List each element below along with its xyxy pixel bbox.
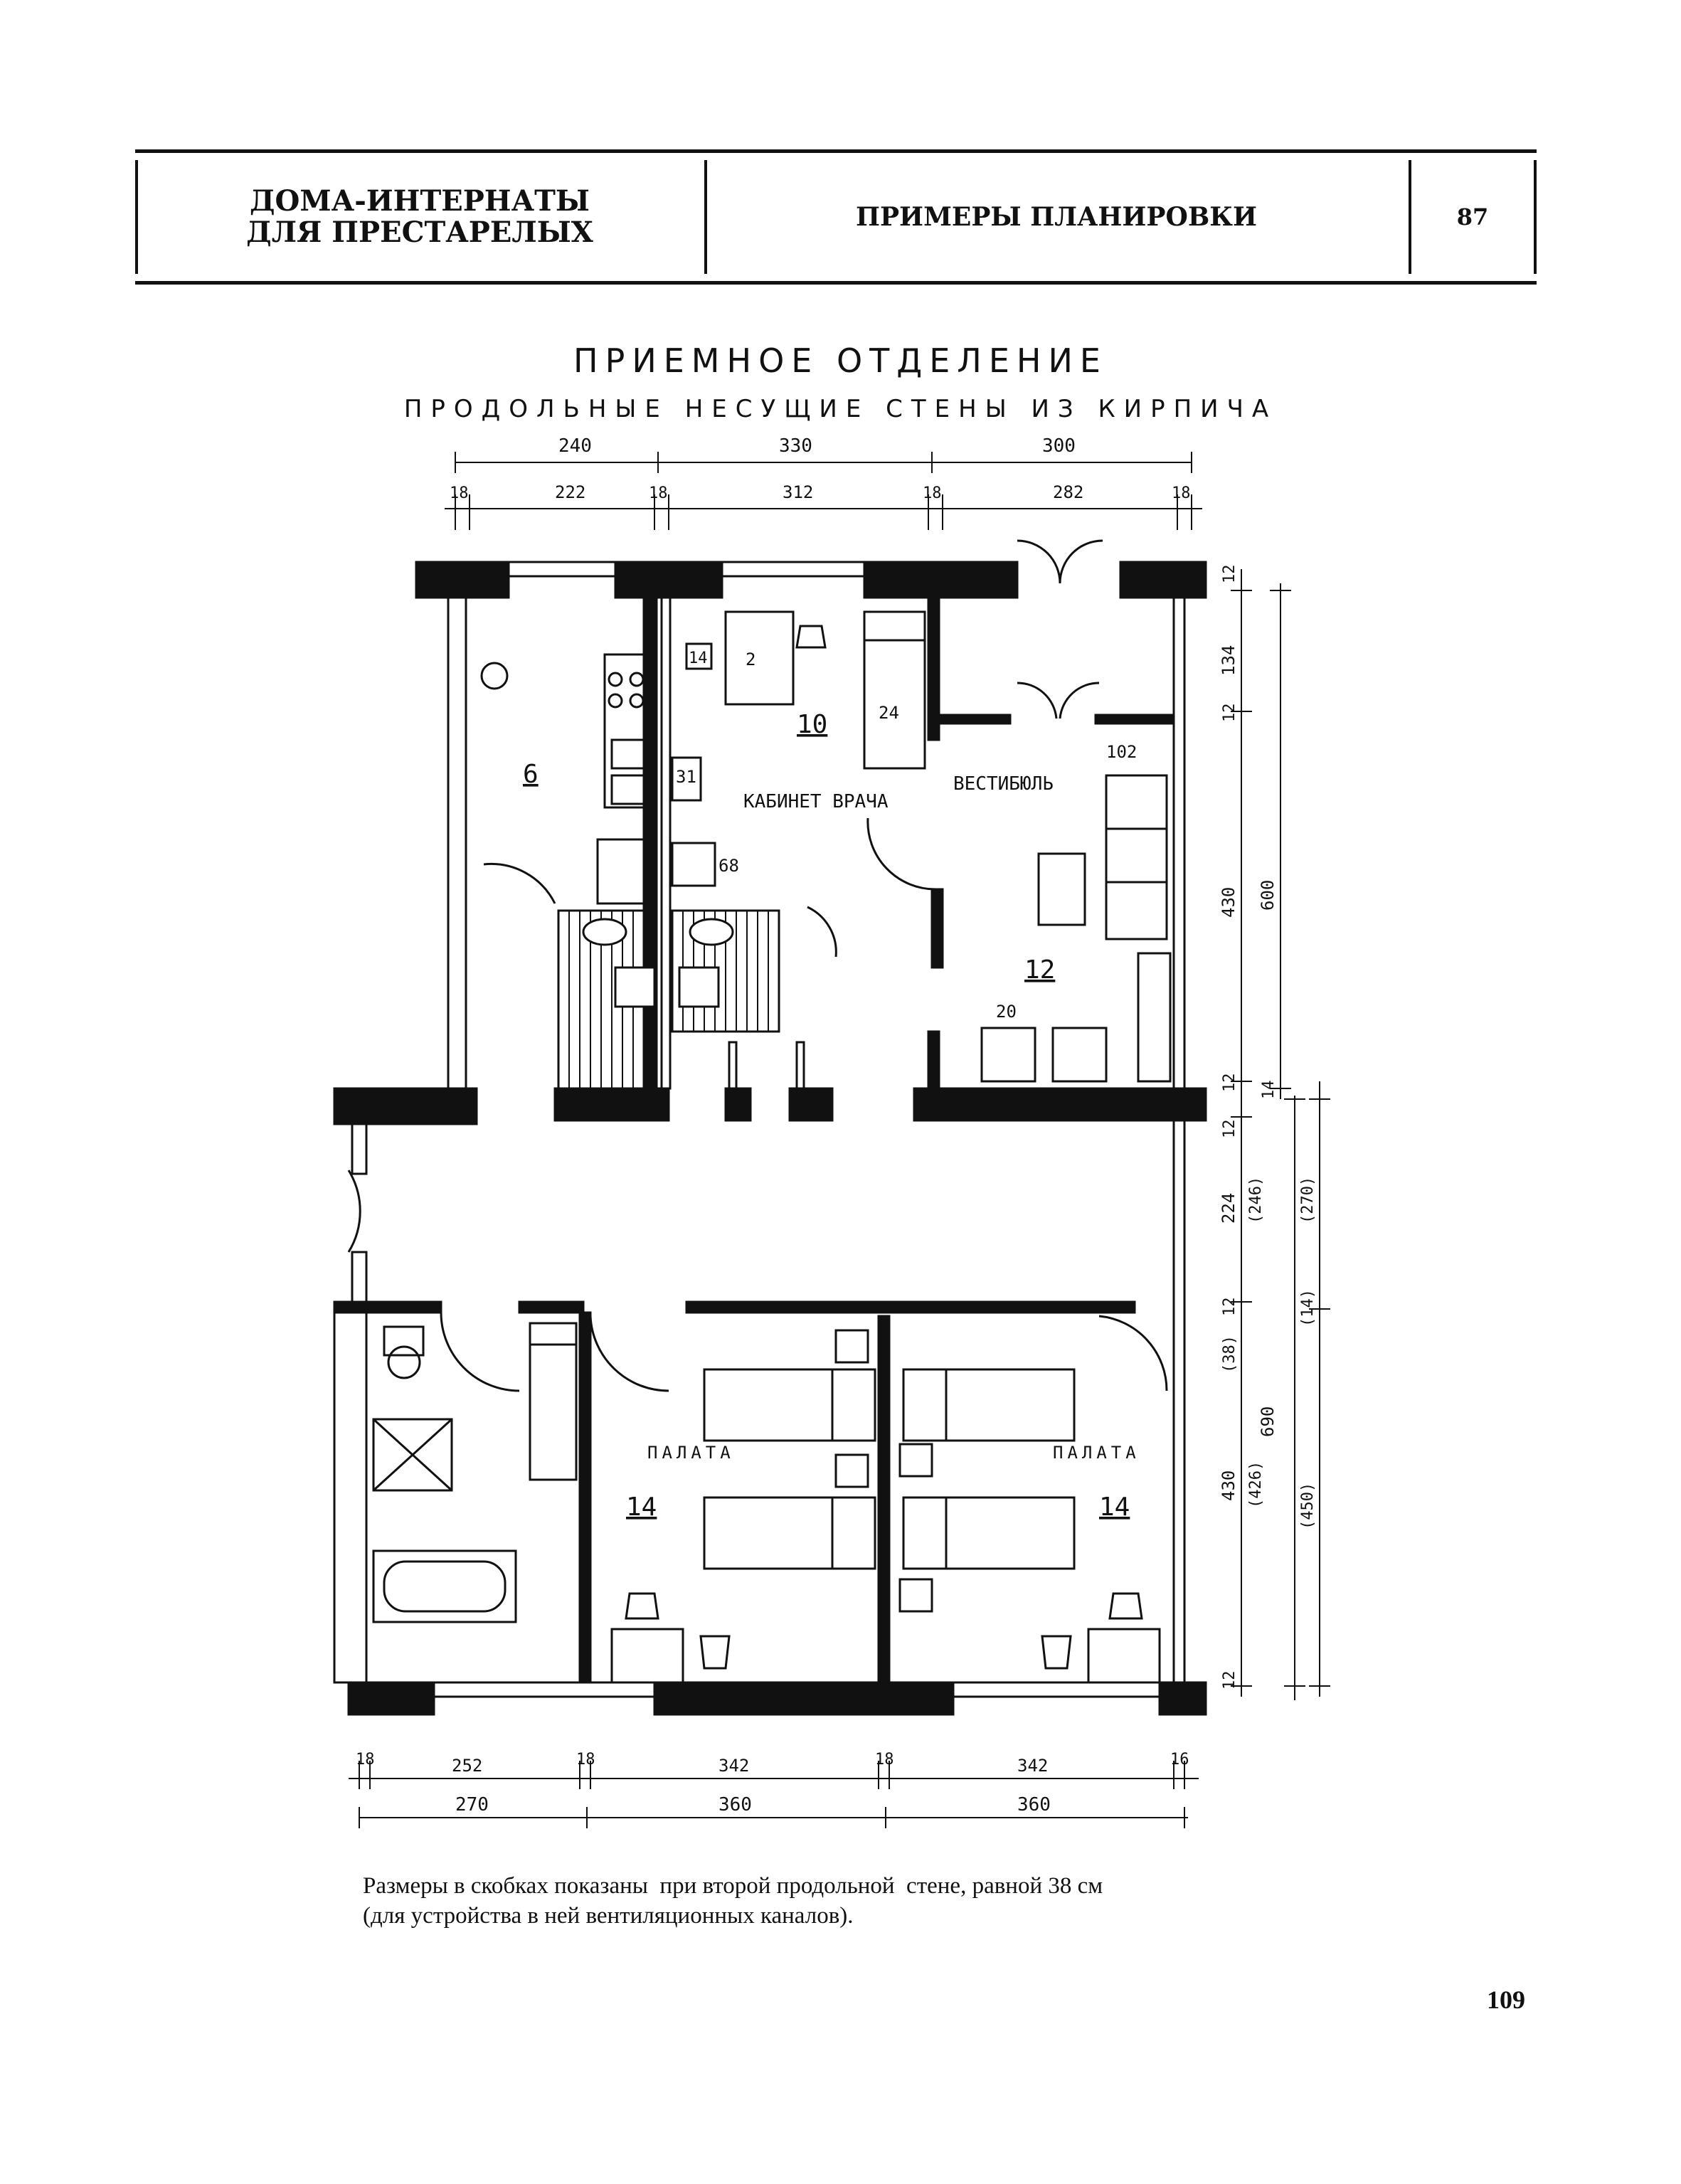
dimension-lines-bottom	[349, 1761, 1199, 1828]
dimension-label: 224	[1219, 1193, 1239, 1224]
dimension-label: 18	[356, 1751, 375, 1769]
dimension-label: 18	[1172, 484, 1191, 502]
equipment-label: 24	[879, 703, 899, 723]
dimension-label: 12	[1221, 1298, 1239, 1317]
ward-left-furniture	[610, 1329, 876, 1684]
room-name-lobby: ВЕСТИБЮЛЬ	[953, 773, 1054, 795]
dimension-label: (450)	[1299, 1483, 1317, 1530]
header-title-line1: ДОМА-ИНТЕРНАТЫ	[249, 184, 590, 218]
kitchen-equipment	[480, 653, 652, 905]
caption-line2: (для устройства в ней вентиляционных кан…	[363, 1903, 854, 1929]
dimension-label: 430	[1219, 887, 1239, 918]
dimension-label: 12	[1221, 565, 1239, 584]
header-divider	[1409, 160, 1411, 274]
plan-subtitle: ПРОДОЛЬНЫЕ НЕСУЩИЕ СТЕНЫ ИЗ КИРПИЧА	[403, 395, 1278, 423]
bathroom-fixtures	[372, 1322, 578, 1623]
interior-walls-lower	[333, 1170, 1168, 1684]
room-number-doctor: 10	[797, 710, 827, 739]
dimension-label: (246)	[1247, 1177, 1265, 1224]
dimension-label: 16	[1170, 1751, 1189, 1769]
room-name-ward-left: ПАЛАТА	[647, 1443, 735, 1463]
dimension-label: (14)	[1299, 1289, 1317, 1327]
plan-caption: Размеры в скобках показаны при второй пр…	[363, 1871, 1359, 1931]
header-bottom-rule	[135, 281, 1537, 285]
exterior-walls	[333, 561, 1207, 1716]
dimension-label: 18	[875, 1751, 894, 1769]
dimension-label: 12	[1221, 1671, 1239, 1690]
dimension-label: 18	[649, 484, 668, 502]
equipment-label: 20	[996, 1002, 1017, 1022]
dimension-label: 18	[576, 1751, 595, 1769]
dimension-label: 18	[450, 484, 469, 502]
page-header: ДОМА-ИНТЕРНАТЫ ДЛЯ ПРЕСТАРЕЛЫХ ПРИМЕРЫ П…	[135, 149, 1537, 285]
dimension-label: 360	[718, 1794, 752, 1815]
header-divider	[704, 160, 707, 274]
header-section-title: ДОМА-ИНТЕРНАТЫ ДЛЯ ПРЕСТАРЕЛЫХ	[142, 164, 697, 270]
header-top-rule	[135, 149, 1537, 153]
dimension-label: (426)	[1247, 1461, 1265, 1508]
room-number-ward-right: 14	[1099, 1493, 1130, 1522]
equipment-label: 14	[689, 650, 708, 667]
plan-title: ПРИЕМНОЕ ОТДЕЛЕНИЕ	[573, 341, 1108, 380]
dimension-label: 14	[1260, 1081, 1278, 1100]
dimension-label: 270	[455, 1794, 489, 1815]
dimension-label: 18	[923, 484, 942, 502]
room-number-kitchen: 6	[523, 760, 539, 789]
room-number-lobby: 12	[1024, 955, 1055, 985]
header-page-code: 87	[1456, 203, 1489, 230]
header-divider	[135, 160, 138, 274]
lobby-furniture	[980, 539, 1172, 1083]
room-number-ward-left: 14	[626, 1493, 657, 1522]
header-divider	[1534, 160, 1537, 274]
equipment-label: 102	[1106, 742, 1137, 762]
room-name-ward-right: ПАЛАТА	[1053, 1443, 1140, 1463]
equipment-label: 68	[718, 856, 739, 876]
dimension-lines-right	[1231, 569, 1330, 1700]
dimension-label: (270)	[1299, 1177, 1317, 1224]
ward-right-furniture	[898, 1368, 1161, 1684]
dimension-label: 342	[1017, 1756, 1048, 1776]
dimension-label: 300	[1042, 435, 1076, 457]
equipment-label: 2	[746, 650, 755, 669]
dimension-label: 12	[1221, 1074, 1239, 1093]
header-chapter-title: ПРИМЕРЫ ПЛАНИРОВКИ	[855, 202, 1258, 232]
dimension-label: 252	[452, 1756, 482, 1776]
caption-line1: Размеры в скобках показаны при второй пр…	[363, 1873, 1103, 1899]
dimension-label: 134	[1219, 645, 1239, 676]
dimension-label: 12	[1221, 1120, 1239, 1139]
dimension-label: 600	[1258, 880, 1278, 911]
dimension-label: 240	[558, 435, 592, 457]
dimension-label: 330	[779, 435, 812, 457]
page-number: 109	[1487, 1986, 1525, 2014]
doctor-office-furniture	[671, 610, 936, 958]
dimension-label: (38)	[1221, 1335, 1239, 1373]
dimension-label: 222	[555, 482, 585, 502]
dimension-label: 690	[1258, 1406, 1278, 1437]
dimension-label: 360	[1017, 1794, 1051, 1815]
dimension-label: 430	[1219, 1470, 1239, 1501]
equipment-label: 31	[676, 767, 696, 787]
dimension-label: 342	[718, 1756, 749, 1776]
header-title-line2: ДЛЯ ПРЕСТАРЕЛЫХ	[246, 216, 593, 249]
dimension-label: 12	[1221, 704, 1239, 723]
room-name-doctor: КАБИНЕТ ВРАЧА	[743, 791, 889, 812]
dimension-lines-top	[445, 452, 1202, 530]
dimension-label: 282	[1053, 482, 1083, 502]
sanitary-area	[557, 909, 780, 1090]
dimension-label: 312	[783, 482, 813, 502]
